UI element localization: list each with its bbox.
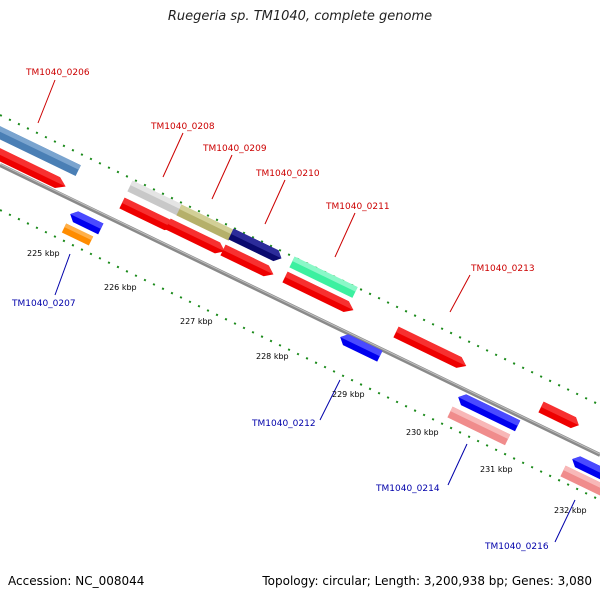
- genome-summary-text: Topology: circular; Length: 3,200,938 bp…: [262, 574, 592, 588]
- tick-track-outer: [0, 114, 600, 406]
- tick-label-225: 225 kbp: [27, 249, 60, 258]
- leader-0212: [319, 379, 341, 421]
- gene-red-lane1-d[interactable]: [220, 244, 276, 280]
- tick-label-226: 226 kbp: [104, 283, 137, 292]
- gene-tm1040-0206[interactable]: [0, 122, 81, 177]
- tick-label-231: 231 kbp: [480, 465, 513, 474]
- leader-0208: [162, 132, 184, 178]
- tick-label-230: 230 kbp: [406, 428, 439, 437]
- leader-0207: [54, 253, 71, 296]
- tick-label-229: 229 kbp: [332, 390, 365, 399]
- gene-tm1040-0210[interactable]: [228, 228, 284, 264]
- label-tm1040-0210[interactable]: TM1040_0210: [255, 169, 320, 179]
- gene-red-lane1-c[interactable]: [165, 218, 227, 257]
- accession-text: Accession: NC_008044: [8, 574, 145, 588]
- leader-0213: [449, 274, 471, 313]
- gene-tm1040-0212[interactable]: [338, 332, 383, 362]
- leader-0214: [447, 443, 468, 486]
- leader-0216: [554, 499, 576, 543]
- label-tm1040-0213[interactable]: TM1040_0213: [470, 264, 535, 274]
- tick-label-228: 228 kbp: [256, 352, 289, 361]
- label-tm1040-0208[interactable]: TM1040_0208: [150, 122, 215, 132]
- gene-tm1040-0208[interactable]: [127, 180, 183, 216]
- page-title: Ruegeria sp. TM1040, complete genome: [167, 9, 433, 24]
- gene-tm1040-0214[interactable]: [456, 392, 521, 432]
- tick-label-227: 227 kbp: [180, 317, 213, 326]
- leader-0210: [264, 179, 286, 225]
- leader-0211: [334, 212, 356, 258]
- tick-label-232: 232 kbp: [554, 506, 587, 515]
- leader-0206: [37, 79, 56, 124]
- genome-backbone: [0, 163, 600, 457]
- label-tm1040-0206[interactable]: TM1040_0206: [25, 68, 90, 78]
- gene-tm1040-0211[interactable]: [289, 256, 358, 298]
- gene-blue-rev-b[interactable]: [570, 454, 600, 483]
- gene-pink-rev-a[interactable]: [447, 406, 511, 446]
- gene-tm1040-0207[interactable]: [61, 223, 94, 246]
- label-tm1040-0216[interactable]: TM1040_0216: [484, 542, 549, 552]
- label-tm1040-0209[interactable]: TM1040_0209: [202, 144, 267, 154]
- gene-tm1040-0213[interactable]: [393, 326, 468, 372]
- gene-tm1040-0216[interactable]: [560, 465, 600, 499]
- genome-backbone-highlight: [0, 163, 600, 455]
- label-tm1040-0211[interactable]: TM1040_0211: [325, 202, 390, 212]
- leader-0209: [211, 154, 233, 200]
- gene-red-lane1-g[interactable]: [538, 401, 581, 431]
- gene-red-lane1-b[interactable]: [119, 197, 176, 234]
- gene-tm1040-0209[interactable]: [176, 204, 234, 241]
- gene-red-lane1-e[interactable]: [282, 271, 356, 316]
- label-tm1040-0207[interactable]: TM1040_0207: [11, 299, 76, 309]
- gene-blue-rev-a[interactable]: [68, 209, 104, 235]
- label-tm1040-0214[interactable]: TM1040_0214: [375, 484, 440, 494]
- tick-track-inner: [0, 209, 600, 501]
- label-tm1040-0212[interactable]: TM1040_0212: [251, 419, 316, 429]
- gene-red-lane1-a[interactable]: [0, 144, 68, 192]
